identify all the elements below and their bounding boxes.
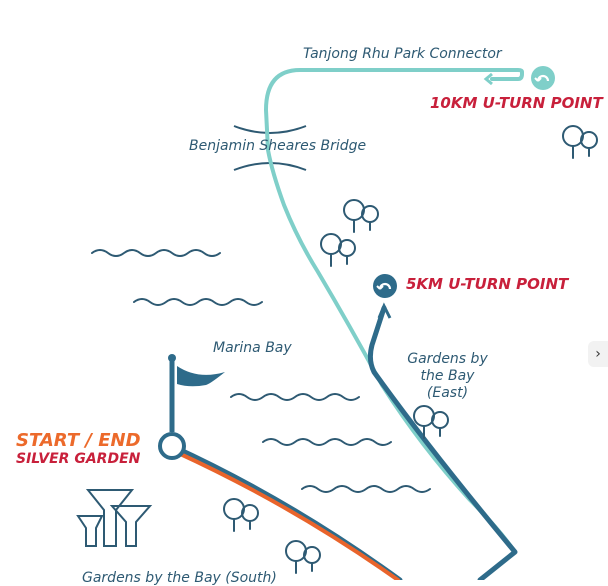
route-start-line — [174, 450, 400, 580]
label-gardens-east: Gardens by the Bay (East) — [407, 351, 488, 401]
tree-icon — [413, 405, 449, 439]
u-turn-icon — [531, 66, 555, 90]
tree-icon — [562, 125, 598, 159]
label-silver-garden: SILVER GARDEN — [16, 451, 141, 467]
uturn-arrow-5k — [377, 302, 392, 319]
start-end-marker — [158, 432, 186, 460]
chevron-right-icon[interactable]: › — [588, 341, 608, 367]
water-wave-icon — [133, 298, 263, 306]
uturn-arrow-10k — [483, 72, 493, 86]
tree-icon — [320, 233, 356, 267]
label-5km-uturn: 5KM U-TURN POINT — [406, 275, 569, 293]
water-wave-icon — [91, 249, 221, 257]
label-10km-uturn: 10KM U-TURN POINT — [430, 94, 603, 112]
water-wave-icon — [262, 438, 392, 446]
water-waves — [91, 249, 431, 493]
label-start-end: START / END — [16, 430, 141, 451]
tree-icon — [223, 498, 259, 532]
supertree-icon — [76, 489, 153, 547]
flag-icon — [168, 354, 225, 432]
u-turn-icon — [373, 274, 397, 298]
route-10k — [264, 68, 524, 580]
tree-icon — [343, 199, 379, 233]
water-wave-icon — [230, 393, 360, 401]
label-gardens-south: Gardens by the Bay (South) — [82, 570, 277, 586]
label-tanjong-rhu: Tanjong Rhu Park Connector — [303, 46, 502, 62]
label-marina-bay: Marina Bay — [213, 340, 292, 356]
tree-icon — [285, 540, 321, 574]
label-benjamin-sheares: Benjamin Sheares Bridge — [189, 138, 367, 154]
water-wave-icon — [301, 485, 431, 493]
